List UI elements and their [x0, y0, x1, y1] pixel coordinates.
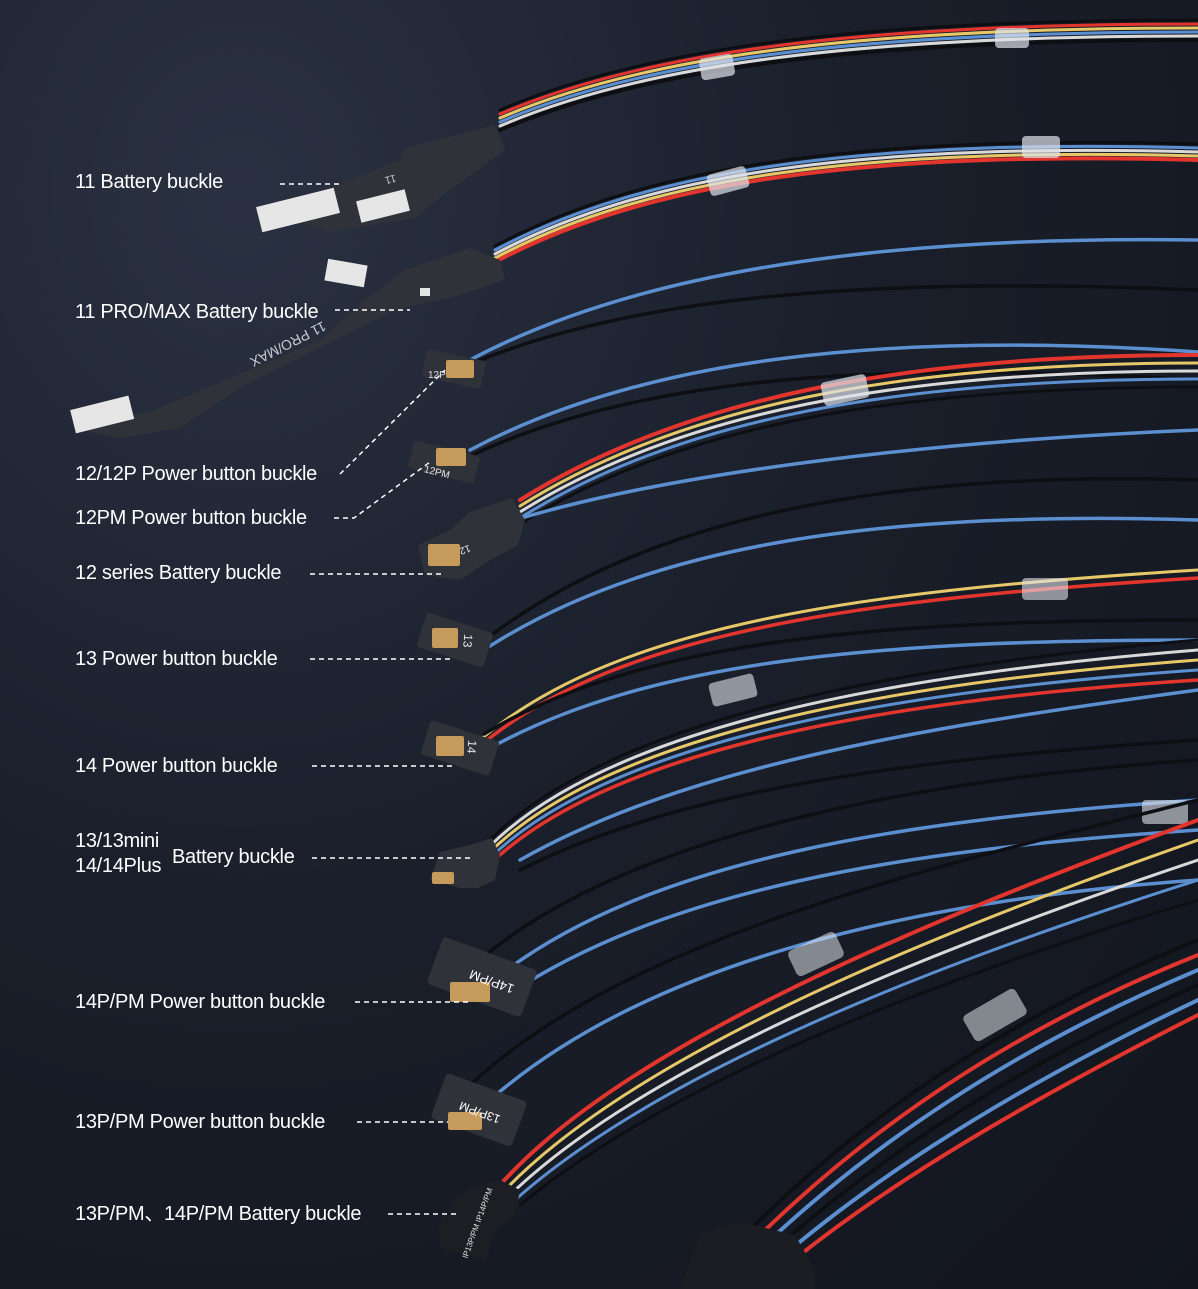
label-14-power-button-buckle: 14 Power button buckle	[75, 755, 278, 777]
cable-bundle-13mini-battery	[488, 638, 1198, 872]
connector-mark: 12	[457, 542, 472, 556]
label-13mini-battery-buckle: Battery buckle	[172, 846, 295, 868]
cable-clip	[1022, 578, 1068, 600]
cable-clip	[698, 53, 736, 81]
cable-bundles	[463, 18, 1198, 1257]
cable-bundle-main	[748, 938, 1198, 1257]
contact-pad	[324, 258, 368, 288]
cable-clip	[820, 374, 870, 406]
label-12pm-power-button-buckle: 12PM Power button buckle	[75, 507, 307, 529]
label-13mini-line2: 14/14Plus	[75, 855, 162, 877]
connector-13ppm-power: 13P/PM	[431, 1073, 527, 1147]
connector-11pm-battery: 11 PRO/MAX	[70, 248, 505, 438]
cable-clip	[708, 673, 758, 707]
board-connector	[450, 982, 490, 1002]
label-13mini-models: 13/13mini 14/14Plus	[75, 829, 162, 879]
board-connector	[428, 544, 460, 566]
connector-11-battery: 11	[256, 125, 505, 233]
cable-clip	[706, 166, 750, 196]
label-11-battery-buckle: 11 Battery buckle	[75, 171, 223, 193]
cable-bundle-13ppm-battery	[498, 818, 1198, 1207]
leader-lines	[280, 183, 470, 1215]
connector-12pm-power: 12PM	[408, 440, 480, 484]
connector-13-power: 13	[416, 612, 494, 668]
label-12p-power-button-buckle: 12/12P Power button buckle	[75, 463, 318, 485]
connector-12p-power: 12P	[422, 349, 486, 389]
cable-bundle-12-battery	[513, 353, 1198, 526]
connector-mark: 12P	[428, 370, 446, 381]
label-14ppm-power-button-buckle: 14P/PM Power button buckle	[75, 991, 326, 1013]
connector-13mini-battery	[430, 838, 500, 888]
board-connector	[448, 1112, 482, 1130]
connector-14-power: 14	[420, 720, 500, 776]
label-13-power-button-buckle: 13 Power button buckle	[75, 648, 278, 670]
cable-clip	[788, 931, 844, 977]
cable-bundle-14-power	[478, 568, 1198, 750]
label-13ppm-14ppm-battery-buckle: 13P/PM、14P/PM Battery buckle	[75, 1203, 362, 1225]
label-12-series-battery-buckle: 12 series Battery buckle	[75, 562, 282, 584]
cable-clip	[1022, 136, 1060, 158]
cable-clip	[963, 988, 1027, 1042]
label-11pm-battery-buckle: 11 PRO/MAX Battery buckle	[75, 301, 319, 323]
cable-bundle-13ppm-power	[463, 798, 1198, 1102]
contact-pad	[420, 288, 430, 296]
leader-line	[339, 369, 446, 475]
board-connector	[436, 448, 466, 466]
contact-pad	[256, 187, 340, 233]
connector-mark: 14	[464, 740, 479, 755]
cable-bundle-13-power	[483, 477, 1198, 648]
connector-14ppm-power: 14P/PM	[427, 937, 537, 1017]
cable-bundle-11pm-battery	[493, 136, 1198, 264]
contact-pad	[356, 189, 410, 223]
cable-bundle-11-battery	[498, 18, 1198, 132]
board-connector	[436, 736, 464, 756]
contact-pad	[70, 395, 135, 434]
connector-mark: 11	[383, 172, 397, 186]
connector-13ppm-battery: IP13P/PM IP14P/PM	[438, 1180, 520, 1260]
board-connector	[446, 360, 474, 378]
label-13mini-line1: 13/13mini	[75, 830, 160, 852]
cable-housing	[680, 1222, 815, 1289]
cable-clip	[995, 28, 1029, 48]
board-connector	[432, 872, 454, 884]
connector-mark: 13	[460, 634, 475, 649]
board-connector	[432, 628, 458, 648]
connector-12-battery: 12	[418, 498, 525, 580]
leader-line	[334, 461, 431, 519]
cable-bundle-12p-power	[464, 237, 1198, 368]
label-13ppm-power-button-buckle: 13P/PM Power button buckle	[75, 1111, 326, 1133]
